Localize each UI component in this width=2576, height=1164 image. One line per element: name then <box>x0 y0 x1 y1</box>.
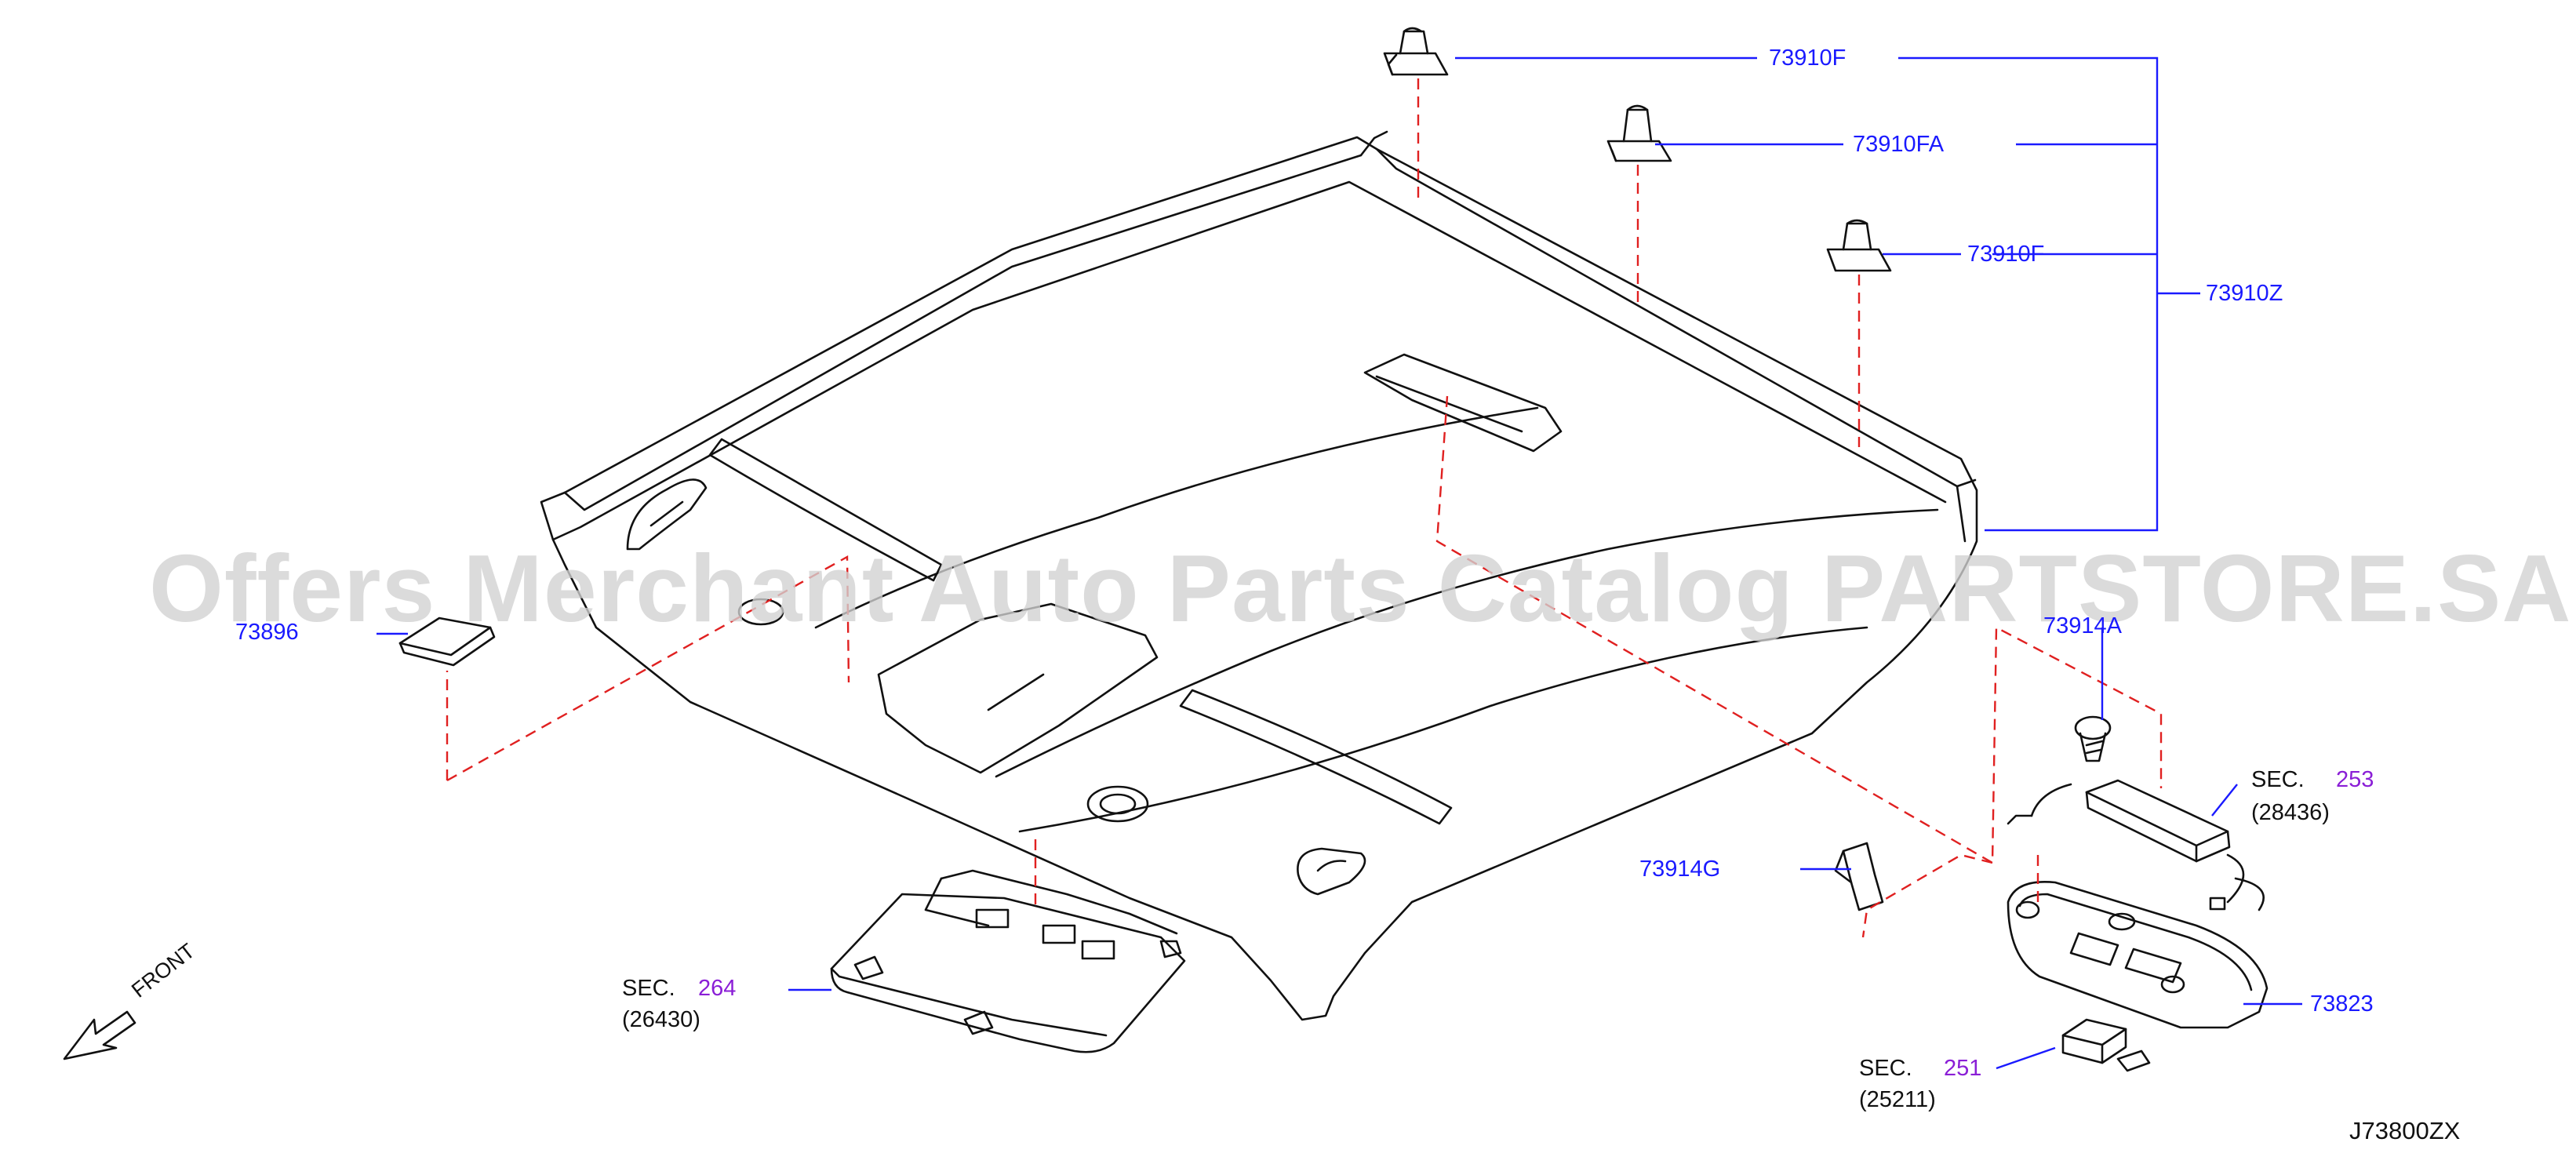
label-73914g: 73914G <box>1639 857 1721 882</box>
sec-number-264[interactable]: 264 <box>698 976 737 1001</box>
guide-lines <box>446 78 2163 938</box>
clip-73910fa <box>1606 104 1672 162</box>
label-73910f-top: 73910F <box>1769 45 1846 71</box>
sec-prefix-253: SEC. <box>2251 767 2305 792</box>
label-73896: 73896 <box>235 620 299 645</box>
label-73910f-right: 73910F <box>1967 242 2045 267</box>
map-lamp-26430 <box>830 869 1186 1053</box>
front-arrow-icon <box>63 1010 136 1060</box>
label-73910z: 73910Z <box>2206 281 2283 306</box>
sec-part-26430: (26430) <box>622 1007 700 1032</box>
sec-prefix-264: SEC. <box>622 976 675 1001</box>
clip-73910f-right <box>1826 219 1892 272</box>
headliner-panel <box>540 130 1978 1021</box>
sec-part-28436: (28436) <box>2251 800 2330 825</box>
sec-prefix-251: SEC. <box>1859 1056 1912 1081</box>
pad-73896 <box>398 617 496 667</box>
leader-lines <box>377 56 2302 1070</box>
label-73823: 73823 <box>2310 991 2374 1017</box>
sec-part-25211: (25211) <box>1859 1087 1936 1112</box>
sec-number-251[interactable]: 251 <box>1944 1056 1982 1081</box>
module-28436 <box>2007 779 2265 911</box>
sec-number-253[interactable]: 253 <box>2336 767 2374 792</box>
diagram-code: J73800ZX <box>2349 1117 2461 1144</box>
bracket-73914g <box>1834 842 1884 911</box>
screw-73914a <box>2074 715 2112 762</box>
sensor-25211 <box>2061 1018 2151 1072</box>
clip-73910f-top <box>1383 27 1449 76</box>
label-73910fa: 73910FA <box>1853 132 1945 157</box>
watermark-text: Offers Merchant Auto Parts Catalog PARTS… <box>149 535 2572 642</box>
console-73823 <box>2007 881 2269 1029</box>
label-73914a: 73914A <box>2043 613 2122 638</box>
